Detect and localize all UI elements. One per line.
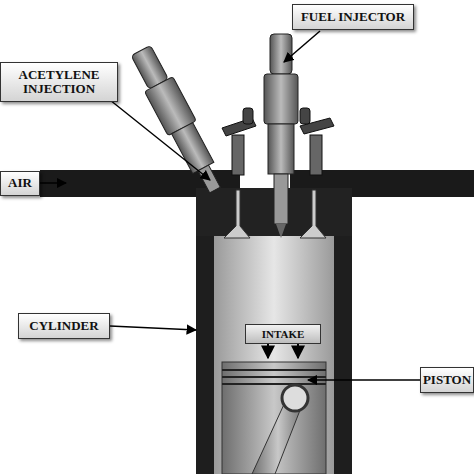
callout-box: ACETYLENE INJECTION: [0, 62, 118, 102]
callout-box: CYLINDER: [18, 313, 110, 339]
callout-box: PISTON: [420, 367, 474, 393]
part-label: FUEL INJECTOR: [301, 10, 405, 24]
callout-box: FUEL INJECTOR: [292, 4, 414, 30]
cylinder-wall: [196, 236, 352, 474]
flow-arrow: [267, 344, 269, 358]
exhaust-valve: [300, 190, 326, 238]
acetylene-injector: [127, 43, 229, 198]
part-label: CYLINDER: [29, 319, 98, 333]
flow-arrow: [297, 344, 299, 358]
piston-pin: [282, 385, 308, 411]
callout-box: AIR: [0, 171, 40, 196]
fuel-injector: [264, 34, 298, 238]
piston: [222, 362, 326, 474]
part-label: ACETYLENE INJECTION: [5, 68, 113, 97]
intake-valve: [224, 190, 250, 238]
part-label: AIR: [8, 176, 32, 190]
part-label: PISTON: [423, 373, 471, 387]
part-label: INTAKE: [262, 328, 305, 340]
cylinder-bore: [214, 236, 334, 474]
inline-label-box: INTAKE: [245, 324, 321, 344]
